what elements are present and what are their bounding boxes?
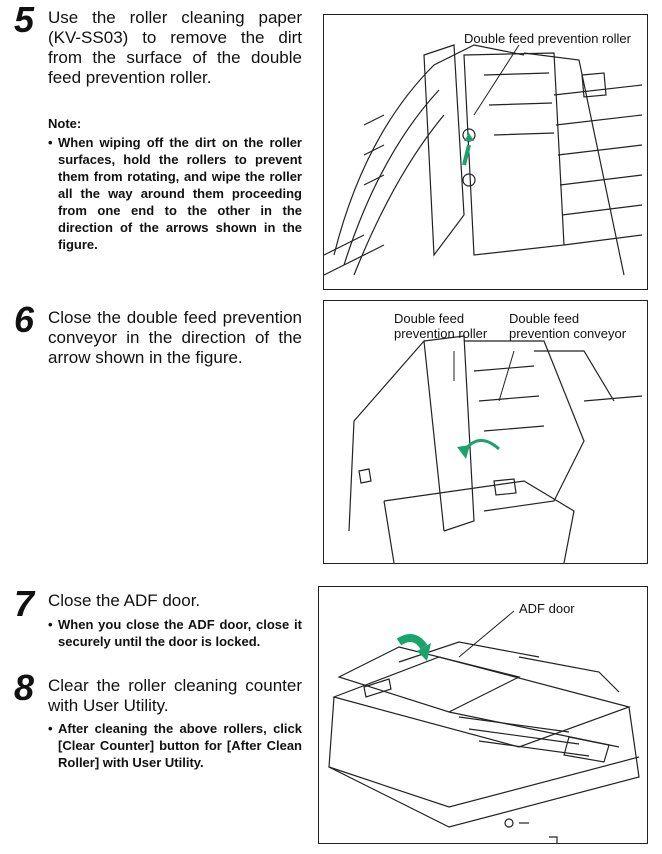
fig2-callout-roller-line2: prevention roller (394, 326, 488, 341)
fig2-callout-roller-line1: Double feed (394, 311, 464, 326)
scanner-open-illustration: Double feed prevention roller (324, 31, 643, 276)
fig1-callout: Double feed prevention roller (464, 31, 632, 46)
note-label: Note: (48, 116, 82, 131)
step-5-bullet-text: When wiping off the dirt on the roller s… (58, 135, 302, 252)
figure-double-feed-conveyor: Double feed prevention roller Double fee… (323, 300, 648, 564)
fig2-callout-conveyor-line1: Double feed (509, 311, 579, 326)
bullet-dot: • (48, 617, 53, 632)
figure-adf-door: ADF door (318, 586, 648, 844)
step-8-text: Clear the roller cleaning counter with U… (48, 676, 302, 715)
step-number-5: 5 (14, 0, 35, 40)
figure-double-feed-roller: Double feed prevention roller (323, 14, 648, 290)
step-6-text: Close the double feed prevention conveyo… (48, 308, 302, 367)
fig3-callout: ADF door (519, 601, 575, 616)
bullet-dot: • (48, 135, 53, 150)
conveyor-illustration: Double feed prevention roller Double fee… (348, 311, 643, 563)
step-7-text: Close the ADF door. (48, 591, 201, 610)
step-5-text: Use the roller cleaning paper (KV-SS03) … (48, 8, 302, 87)
bullet-dot: • (48, 721, 53, 736)
step-7-bullet: • When you close the ADF door, close it … (48, 616, 302, 650)
step-number-7: 7 (14, 583, 35, 624)
step-number-8: 8 (14, 667, 35, 708)
step-5-bullet: • When wiping off the dirt on the roller… (48, 134, 302, 253)
step-7-bullet-text: When you close the ADF door, close it se… (58, 617, 302, 649)
step-8-bullet-text: After cleaning the above rollers, click … (58, 721, 302, 770)
step-8-bullet: • After cleaning the above rollers, clic… (48, 720, 302, 771)
scanner-closed-illustration: ADF door (328, 601, 640, 843)
step-number-6: 6 (14, 299, 35, 340)
fig2-callout-conveyor-line2: prevention conveyor (509, 326, 627, 341)
